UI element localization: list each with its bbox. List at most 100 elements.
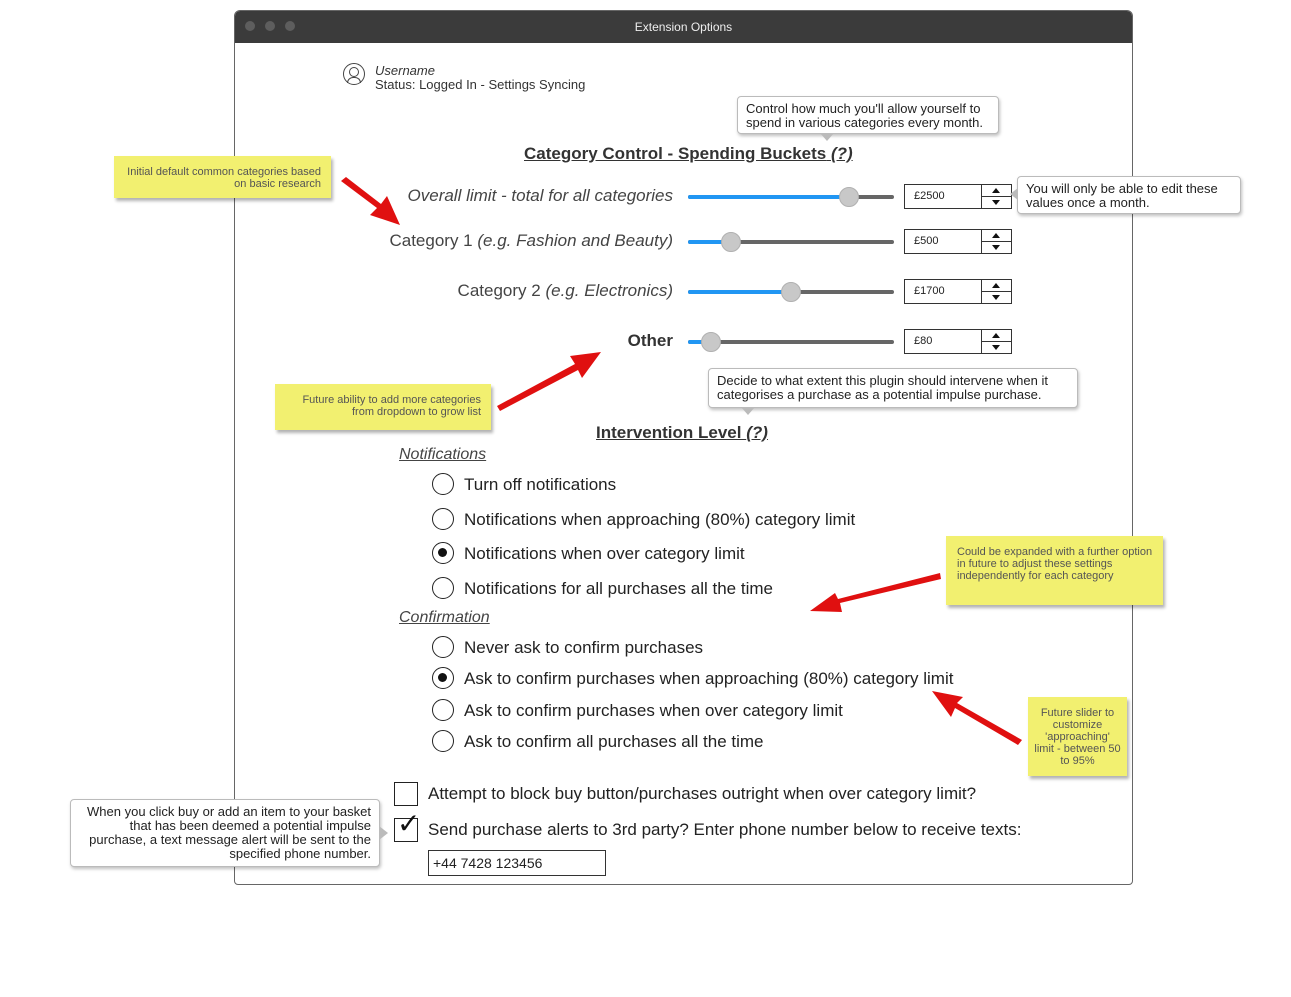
sticky-note-expand-options: Could be expanded with a further option … bbox=[946, 536, 1163, 605]
notifications-off-label[interactable]: Turn off notifications bbox=[464, 475, 617, 494]
other-stepper-buttons bbox=[981, 330, 1011, 353]
username: Username bbox=[375, 63, 435, 78]
other-slider[interactable] bbox=[688, 332, 894, 352]
overall-limit-label: Overall limit - total for all categories bbox=[408, 186, 673, 206]
increment-arrow-icon[interactable] bbox=[992, 233, 1000, 238]
red-arrow-icon bbox=[932, 691, 1022, 745]
other-label: Other bbox=[628, 331, 673, 351]
purchase-alerts-label[interactable]: Send purchase alerts to 3rd party? Enter… bbox=[428, 820, 1022, 839]
decrement-arrow-icon[interactable] bbox=[992, 200, 1000, 205]
category-1-stepper-buttons bbox=[981, 230, 1011, 253]
notifications-off-radio[interactable] bbox=[432, 473, 454, 495]
category-1-note: (e.g. Fashion and Beauty) bbox=[477, 231, 673, 250]
category-2-stepper[interactable]: £1700 bbox=[904, 279, 1012, 304]
minimize-dot-icon[interactable] bbox=[265, 21, 275, 31]
category-control-heading: Category Control - Spending Buckets (?) bbox=[524, 144, 853, 164]
confirmation-section-title: Confirmation bbox=[399, 609, 490, 626]
category-2-label: Category 2 (e.g. Electronics) bbox=[458, 281, 673, 301]
intervention-help-tooltip: Decide to what extent this plugin should… bbox=[708, 368, 1078, 408]
other-stepper[interactable]: £80 bbox=[904, 329, 1012, 354]
purchase-alerts-checkbox[interactable]: ✓ bbox=[394, 810, 420, 842]
category-1-stepper[interactable]: £500 bbox=[904, 229, 1012, 254]
notifications-section-title: Notifications bbox=[399, 446, 487, 463]
category-control-heading-text: Category Control - Spending Buckets bbox=[524, 144, 827, 163]
sticky-note-default-categories-text: Initial default common categories based … bbox=[127, 166, 321, 190]
category-1-label: Category 1 (e.g. Fashion and Beauty) bbox=[389, 231, 673, 251]
confirm-over-limit-radio[interactable] bbox=[432, 699, 454, 721]
category-help-tooltip: Control how much you'll allow yourself t… bbox=[737, 96, 999, 134]
intervention-help-tooltip-text: Decide to what extent this plugin should… bbox=[717, 373, 1048, 402]
sticky-note-more-categories: Future ability to add more categories fr… bbox=[275, 384, 491, 430]
confirm-approaching-radio[interactable] bbox=[432, 667, 454, 689]
category-1-label-text: Category 1 bbox=[389, 231, 473, 250]
intervention-heading: Intervention Level (?) bbox=[596, 423, 768, 443]
sticky-note-future-slider-text: Future slider to customize 'approaching'… bbox=[1034, 707, 1121, 767]
other-slider-fill bbox=[688, 340, 711, 344]
category-2-stepper-buttons bbox=[981, 280, 1011, 303]
notifications-approaching-radio[interactable] bbox=[432, 508, 454, 530]
category-2-note: (e.g. Electronics) bbox=[545, 281, 673, 300]
edit-limit-tooltip: You will only be able to edit these valu… bbox=[1017, 176, 1241, 214]
intervention-heading-text: Intervention Level bbox=[596, 423, 742, 442]
notifications-all-radio[interactable] bbox=[432, 577, 454, 599]
category-help-tooltip-text: Control how much you'll allow yourself t… bbox=[746, 101, 984, 130]
alerts-help-tooltip-text: When you click buy or add an item to you… bbox=[87, 804, 371, 861]
phone-number-input[interactable] bbox=[428, 850, 606, 876]
red-arrow-icon bbox=[810, 573, 941, 612]
confirm-all-radio[interactable] bbox=[432, 730, 454, 752]
block-purchases-label[interactable]: Attempt to block buy button/purchases ou… bbox=[428, 784, 977, 803]
notifications-all-label[interactable]: Notifications for all purchases all the … bbox=[464, 579, 773, 598]
notifications-approaching-label[interactable]: Notifications when approaching (80%) cat… bbox=[464, 510, 856, 529]
category-2-value[interactable]: £1700 bbox=[914, 285, 945, 297]
sticky-note-default-categories: Initial default common categories based … bbox=[114, 156, 331, 198]
category-1-slider-thumb[interactable] bbox=[721, 232, 742, 252]
confirm-approaching-label[interactable]: Ask to confirm purchases when approachin… bbox=[464, 669, 954, 688]
confirm-never-label[interactable]: Never ask to confirm purchases bbox=[464, 638, 704, 657]
decrement-arrow-icon[interactable] bbox=[992, 345, 1000, 350]
overall-limit-slider[interactable] bbox=[688, 187, 894, 207]
sync-status: Status: Logged In - Settings Syncing bbox=[375, 77, 586, 92]
close-dot-icon[interactable] bbox=[245, 21, 255, 31]
red-arrow-icon bbox=[341, 177, 400, 225]
increment-arrow-icon[interactable] bbox=[992, 333, 1000, 338]
notifications-over-limit-label[interactable]: Notifications when over category limit bbox=[464, 544, 745, 563]
category-1-slider-fill bbox=[688, 240, 732, 244]
category-2-label-text: Category 2 bbox=[457, 281, 541, 300]
decrement-arrow-icon[interactable] bbox=[992, 295, 1000, 300]
checkmark-icon: ✓ bbox=[397, 808, 421, 839]
category-1-slider[interactable] bbox=[688, 232, 894, 252]
overall-limit-stepper[interactable]: £2500 bbox=[904, 184, 1012, 209]
intervention-help-link[interactable]: (?) bbox=[746, 423, 768, 442]
confirm-all-label[interactable]: Ask to confirm all purchases all the tim… bbox=[464, 732, 764, 751]
block-purchases-checkbox[interactable] bbox=[394, 782, 418, 806]
category-2-slider[interactable] bbox=[688, 282, 894, 302]
tooltip-pointer bbox=[820, 133, 834, 141]
other-value[interactable]: £80 bbox=[914, 335, 933, 347]
user-icon bbox=[343, 63, 365, 85]
category-1-value[interactable]: £500 bbox=[914, 235, 939, 247]
maximize-dot-icon[interactable] bbox=[285, 21, 295, 31]
red-arrow-icon bbox=[497, 352, 601, 411]
increment-arrow-icon[interactable] bbox=[992, 188, 1000, 193]
overall-limit-value[interactable]: £2500 bbox=[914, 190, 945, 202]
overall-limit-slider-thumb[interactable] bbox=[838, 187, 859, 207]
extension-options-window: Extension Options bbox=[234, 10, 1133, 885]
increment-arrow-icon[interactable] bbox=[992, 283, 1000, 288]
confirm-over-limit-label[interactable]: Ask to confirm purchases when over categ… bbox=[464, 701, 843, 720]
other-slider-thumb[interactable] bbox=[700, 332, 721, 352]
sticky-note-more-categories-text: Future ability to add more categories fr… bbox=[302, 394, 481, 418]
tooltip-pointer bbox=[1010, 188, 1018, 200]
window-title: Extension Options bbox=[634, 20, 733, 34]
tooltip-pointer bbox=[379, 826, 388, 840]
confirm-never-radio[interactable] bbox=[432, 636, 454, 658]
decrement-arrow-icon[interactable] bbox=[992, 245, 1000, 250]
notifications-over-limit-radio[interactable] bbox=[432, 542, 454, 564]
other-label-text: Other bbox=[627, 331, 673, 350]
edit-limit-tooltip-text: You will only be able to edit these valu… bbox=[1026, 181, 1218, 210]
overall-limit-stepper-buttons bbox=[981, 185, 1011, 208]
category-2-slider-thumb[interactable] bbox=[781, 282, 801, 302]
sticky-note-expand-options-text: Could be expanded with a further option … bbox=[957, 546, 1153, 582]
tooltip-pointer bbox=[741, 407, 755, 415]
category-help-link[interactable]: (?) bbox=[830, 144, 853, 163]
